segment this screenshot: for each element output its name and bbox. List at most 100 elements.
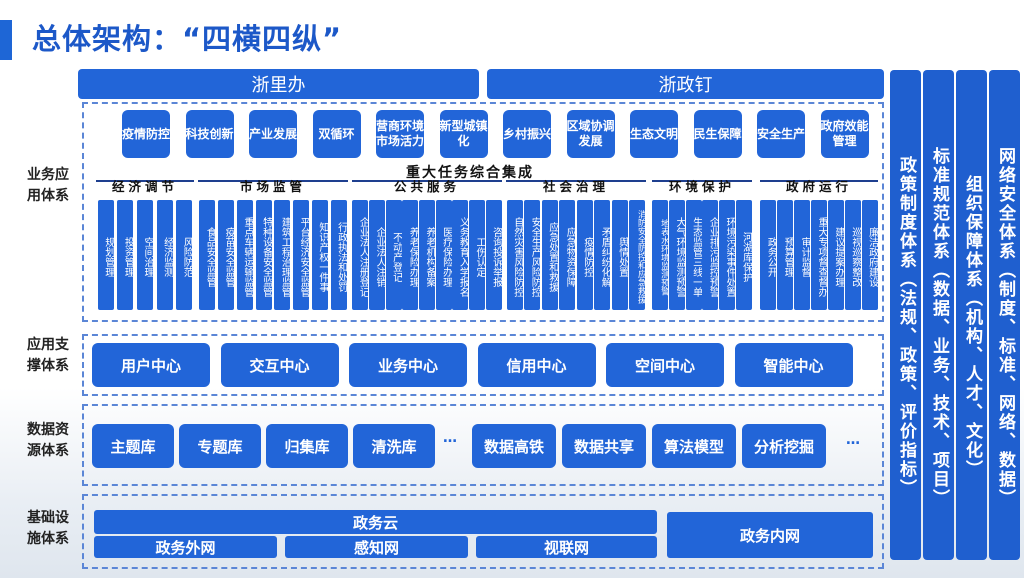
business-app-box [82, 102, 884, 322]
category-label: 公共服务 [393, 179, 460, 194]
label-infra-system: 基础设施体系 [27, 510, 69, 547]
category-item[interactable]: 行政执法和处罚 [330, 200, 347, 310]
category-3: 社会治理自然灾害风险防控安全生产风险防控应急处置和救援应急物资保障疫情防控矛盾纠… [506, 180, 646, 316]
category-item[interactable]: 企业法人注册登记 [352, 200, 369, 310]
app-item[interactable]: 新型城镇化 [439, 110, 488, 158]
data-library[interactable]: 专题库 [179, 424, 261, 468]
label-data-system: 数据资源体系 [27, 422, 69, 459]
category-item[interactable]: 审计监督 [794, 200, 811, 310]
category-4: 环境保护地表水环境监测预警大气环境监测预警生态监管三线一单企业排污监控预警环境污… [652, 180, 752, 316]
category-item[interactable]: 空间治理 [137, 200, 153, 310]
app-item[interactable]: 生态文明 [630, 110, 678, 158]
category-item[interactable]: 疫情防控 [576, 200, 593, 310]
category-item[interactable]: 舆情处置 [611, 200, 628, 310]
category-5: 政府运行政务公开预算管理审计监督重大专项督查督办建议提案办理巡视巡察整改廉洁政府… [760, 180, 878, 316]
app-item[interactable]: 区域协调发展 [566, 110, 615, 158]
category-item[interactable]: 消防安全防控和应急救援 [629, 200, 646, 310]
category-item[interactable]: 企业排污监控预警 [702, 200, 719, 310]
category-item[interactable]: 生态监管三线一单 [685, 200, 702, 310]
infra-box [82, 494, 884, 569]
app-item[interactable]: 科技创新 [185, 110, 234, 158]
gov-cloud[interactable]: 政务云 [94, 510, 657, 534]
category-item[interactable]: 自然灾害风险防控 [506, 200, 523, 310]
app-item[interactable]: 产业发展 [249, 110, 297, 158]
app-item[interactable]: 政府效能管理 [820, 110, 869, 158]
category-label: 市场监管 [239, 179, 306, 194]
support-center[interactable]: 交互中心 [220, 343, 339, 387]
pillar-standards-system[interactable]: 标准规范体系（数据、业务、技术、项目） [923, 70, 954, 560]
category-item[interactable]: 应急物资保障 [559, 200, 576, 310]
category-item[interactable]: 经济监测 [156, 200, 173, 310]
category-0: 经济调节规划管理投资管理空间治理经济监测风险防范 [96, 180, 194, 316]
category-label: 政府运行 [785, 179, 852, 194]
category-item[interactable]: 平台经济安全监管 [293, 200, 310, 310]
category-item[interactable]: 知识产权一件事 [311, 200, 328, 310]
category-item[interactable]: 安全生产风险防控 [524, 200, 541, 310]
data-capability[interactable]: 算法模型 [652, 424, 736, 468]
support-center[interactable]: 智能中心 [734, 343, 853, 387]
category-item[interactable]: 企业法人注销 [369, 200, 385, 310]
data-capability[interactable]: 分析挖掘 [742, 424, 826, 468]
support-center[interactable]: 信用中心 [477, 343, 596, 387]
category-item[interactable]: 义务教育入学报名 [452, 200, 469, 310]
category-item[interactable]: 投资管理 [117, 200, 134, 310]
data-box [82, 404, 884, 486]
category-label: 环境保护 [668, 179, 735, 194]
category-item[interactable]: 地表水环境监测预警 [652, 200, 669, 310]
pillar-organization-system[interactable]: 组织保障体系（机构、人才、文化） [956, 70, 987, 560]
category-item[interactable]: 风险防范 [176, 200, 193, 310]
category-label: 经济调节 [111, 179, 178, 194]
support-box [82, 334, 884, 396]
category-item[interactable]: 养老保险办理 [402, 200, 419, 310]
data-ellipsis-2: … [846, 432, 861, 448]
category-item[interactable]: 疫苗安全监管 [218, 200, 235, 310]
category-item[interactable]: 重大专项督查督办 [811, 200, 827, 310]
task-integration-title: 重大任务综合集成 [406, 165, 534, 181]
category-item[interactable]: 不动产登记 [385, 200, 402, 310]
support-center[interactable]: 业务中心 [349, 343, 467, 387]
video-network[interactable]: 视联网 [476, 536, 657, 558]
support-center[interactable]: 空间中心 [606, 343, 724, 387]
zhezhengding-bar[interactable]: 浙政钉 [487, 69, 884, 99]
data-library[interactable]: 清洗库 [353, 424, 435, 468]
category-item[interactable]: 建议提案办理 [827, 200, 844, 310]
page-title: 总体架构：“四横四纵” [32, 22, 343, 56]
app-item[interactable]: 乡村振兴 [503, 110, 551, 158]
category-item[interactable]: 矛盾纠纷化解 [594, 200, 611, 310]
category-item[interactable]: 咨询投诉举报 [485, 200, 502, 310]
category-item[interactable]: 应急处置和救援 [541, 200, 558, 310]
category-item[interactable]: 环境污染事件处置 [719, 200, 735, 310]
sensing-network[interactable]: 感知网 [285, 536, 468, 558]
app-item[interactable]: 疫情防控 [122, 110, 170, 158]
category-item[interactable]: 工伤认定 [469, 200, 485, 310]
category-item[interactable]: 重点车辆运输监管 [236, 200, 253, 310]
category-item[interactable]: 规划管理 [97, 200, 114, 310]
app-item[interactable]: 安全生产 [757, 110, 805, 158]
category-item[interactable]: 河湖库保护 [735, 200, 752, 310]
pillar-security-system[interactable]: 网络安全体系（制度、标准、网络、数据） [989, 70, 1020, 560]
data-library[interactable]: 归集库 [266, 424, 348, 468]
data-capability[interactable]: 数据高铁 [472, 424, 556, 468]
gov-extranet[interactable]: 政务外网 [94, 536, 277, 558]
category-label: 社会治理 [542, 179, 609, 194]
app-item[interactable]: 营商环境市场活力 [376, 110, 424, 158]
app-item[interactable]: 双循环 [312, 110, 361, 158]
gov-intranet[interactable]: 政务内网 [667, 512, 873, 558]
category-item[interactable]: 食品安全监管 [199, 200, 216, 310]
support-center[interactable]: 用户中心 [92, 343, 210, 387]
category-item[interactable]: 建筑工程治理监管 [274, 200, 291, 310]
category-item[interactable]: 特种设备安全监管 [255, 200, 272, 310]
category-item[interactable]: 廉洁政府建设 [861, 200, 878, 310]
zheliban-bar[interactable]: 浙里办 [78, 69, 479, 99]
category-item[interactable]: 巡视巡察整改 [844, 200, 861, 310]
category-1: 市场监管食品安全监管疫苗安全监管重点车辆运输监管特种设备安全监管建筑工程治理监管… [198, 180, 348, 316]
pillar-policy-system[interactable]: 政策制度体系（法规、政策、评价指标） [890, 70, 921, 560]
category-item[interactable]: 养老机构备案 [419, 200, 435, 310]
data-capability[interactable]: 数据共享 [562, 424, 646, 468]
category-item[interactable]: 预算管理 [777, 200, 794, 310]
category-item[interactable]: 政务公开 [760, 200, 777, 310]
data-library[interactable]: 主题库 [92, 424, 174, 468]
app-item[interactable]: 民生保障 [693, 110, 742, 158]
category-item[interactable]: 医疗保险办理 [435, 200, 452, 310]
category-item[interactable]: 大气环境监测预警 [669, 200, 685, 310]
